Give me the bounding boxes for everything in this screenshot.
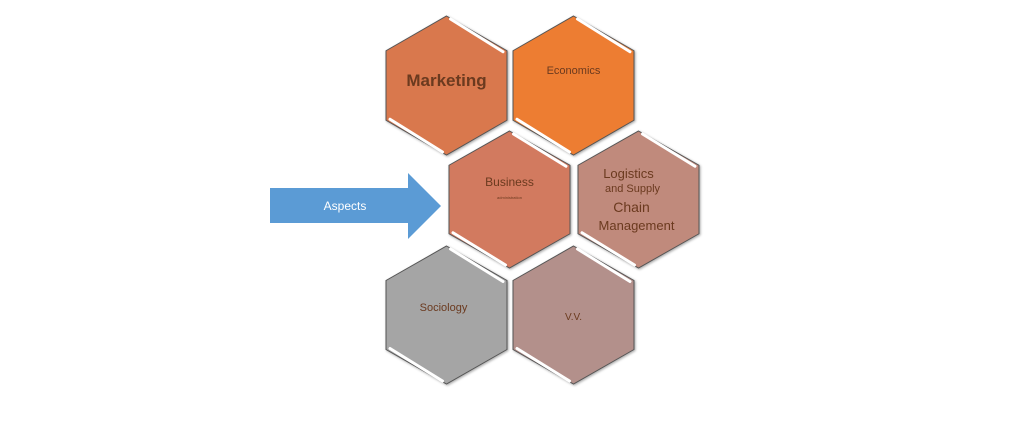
hexagon-label: V.V.	[565, 312, 582, 323]
hexagon-label: Economics	[547, 65, 601, 77]
hexagon-label: Management	[599, 218, 675, 233]
hexagon-shape	[512, 15, 635, 156]
hexagon-label: Chain	[613, 199, 650, 215]
hexagon-shape	[512, 245, 635, 385]
hexagon-label: Business	[485, 175, 534, 189]
hexagon-highlight	[576, 17, 632, 54]
hexagon-label: Marketing	[406, 71, 486, 90]
hexagon-economics: Economics	[512, 15, 635, 156]
hexagon-label: Logistics	[603, 166, 654, 181]
hexagon-marketing: Marketing	[385, 15, 508, 156]
hexagon-highlight	[449, 247, 505, 283]
hexagon-highlight	[388, 347, 444, 383]
hexagon-highlight	[512, 132, 568, 168]
hexagon-shape	[385, 245, 508, 385]
hexagon-highlight	[576, 247, 632, 283]
arrow-label: Aspects	[324, 199, 367, 213]
hexagon-highlight	[641, 132, 697, 168]
hexagon-sociology: Sociology	[385, 245, 508, 385]
hexagon-highlight	[580, 231, 636, 267]
hexagon-label: administration	[497, 195, 522, 200]
hexagon-highlight	[449, 17, 505, 54]
aspects-arrow: Aspects	[270, 173, 441, 239]
hexagon-highlight	[515, 117, 571, 154]
hexagon-shape	[577, 130, 700, 269]
hexagon-shape	[448, 130, 571, 269]
hexagon-highlight	[388, 117, 444, 154]
hexagon-label: Sociology	[420, 302, 468, 314]
arrow-shape	[270, 173, 441, 239]
hexagon-vv: V.V.	[512, 245, 635, 385]
hexagon-shape	[385, 15, 508, 156]
hexagon-label: and Supply	[605, 183, 661, 195]
hexagon-business: Business administration	[448, 130, 571, 269]
hexagon-highlight	[451, 231, 507, 267]
hexagon-highlight	[515, 347, 571, 383]
